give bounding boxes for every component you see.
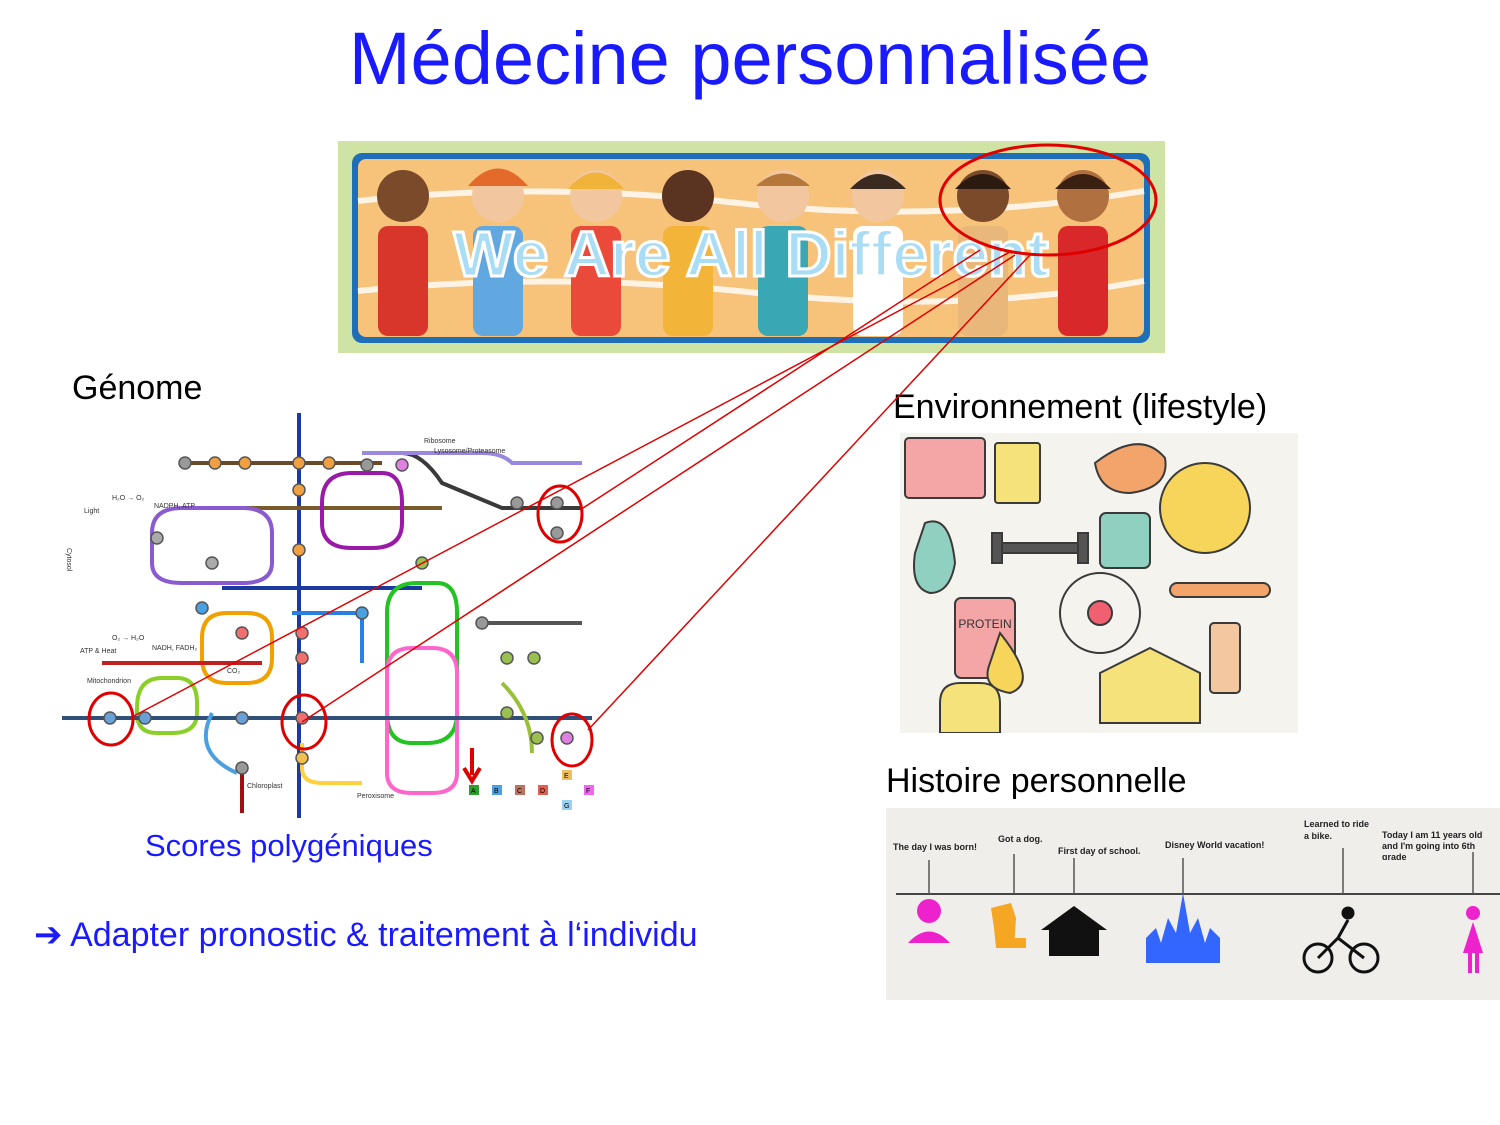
person-icon (908, 899, 950, 943)
notebook-icon (994, 442, 1041, 504)
timeline-event-today: Today I am 11 years old and I'm going in… (1382, 830, 1483, 860)
step-f: F (586, 788, 590, 795)
protein-label: PROTEIN (958, 617, 1011, 631)
right-arrow-icon: ➔ (34, 916, 63, 954)
map-label-light: Light (84, 508, 99, 515)
we-are-all-different-banner: We Are All Different (338, 141, 1165, 353)
red-down-arrow-icon (462, 748, 482, 785)
bar-icon (1169, 582, 1271, 598)
timeline-event-dog: Got a dog. (998, 834, 1043, 844)
personal-timeline-image: The day I was born! Got a dog. First day… (886, 808, 1500, 1000)
map-label-h2o-o2: H₂O → O₂ (112, 495, 145, 502)
step-d: D (540, 788, 545, 795)
map-label-nadh: NADH, FADH₂ (152, 645, 197, 652)
smartwatch-icon (1099, 512, 1151, 569)
metabolic-map-image: Cytosol Chloroplast Mitochondrion Peroxi… (62, 413, 602, 818)
dumbbell-icon (999, 542, 1081, 554)
map-label-ribosome: Ribosome (424, 438, 456, 445)
banner-text: We Are All Different (453, 218, 1048, 290)
conclusion-text: Adapter pronostic & traitement à l‘indiv… (70, 916, 698, 954)
map-label-o2-h2o: O₂ → H₂O (112, 635, 145, 642)
map-label-co2: CO₂ (227, 668, 241, 675)
step-e: E (564, 773, 569, 780)
step-c: C (517, 788, 522, 795)
conclusion-line: ➔ Adapter pronostic & traitement à l‘ind… (34, 915, 698, 955)
timeline-event-born: The day I was born! (893, 842, 977, 852)
timeline-event-disney: Disney World vacation! (1165, 840, 1264, 850)
cyclist-icon (1302, 906, 1380, 974)
shaker-icon (1209, 622, 1241, 694)
map-label-lysosome: Lysosome/Proteasome (434, 448, 505, 455)
step-g: G (564, 803, 569, 810)
lifestyle-pattern-image: PROTEIN (900, 433, 1298, 733)
castle-icon (1146, 893, 1220, 963)
kettlebell-icon (939, 682, 1001, 733)
meat-icon (1093, 443, 1167, 495)
slide-title: Médecine personnalisée (348, 17, 1152, 100)
step-a: A (471, 788, 476, 795)
girl-icon (1463, 906, 1483, 973)
map-label-atp-heat: ATP & Heat (80, 648, 116, 655)
step-b: B (494, 788, 499, 795)
map-label-nadph: NADPH, ATP (154, 503, 195, 510)
chair-icon (1099, 646, 1201, 724)
map-label-mitochondrion: Mitochondrion (87, 678, 131, 685)
dog-icon (991, 903, 1026, 948)
scores-polygeniques-label: Scores polygéniques (145, 828, 433, 863)
map-label-cytosol: Cytosol (65, 548, 72, 572)
timeline-event-bike: Learned to ride a bike. (1304, 819, 1370, 841)
history-label: Histoire personnelle (886, 762, 1187, 800)
fitness-ball-icon (1159, 462, 1251, 554)
map-label-chloroplast: Chloroplast (247, 783, 282, 790)
genome-label: Génome (72, 369, 203, 407)
timeline-event-school: First day of school. (1058, 846, 1141, 856)
environment-label: Environnement (lifestyle) (893, 388, 1268, 426)
map-label-peroxisome: Peroxisome (357, 793, 394, 800)
house-icon (1041, 906, 1107, 956)
scale-icon (904, 437, 986, 499)
